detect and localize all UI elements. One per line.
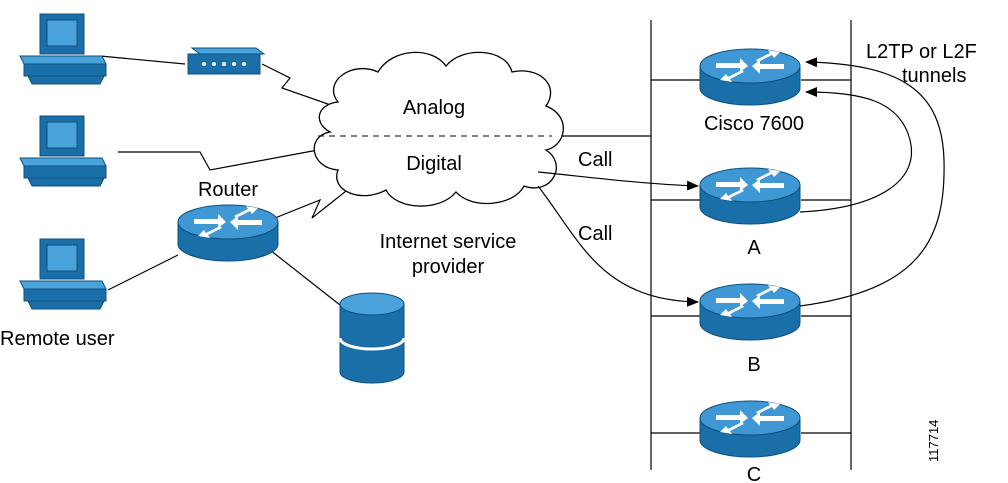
- modem-icon: [187, 47, 266, 75]
- call-arrow-a: [537, 171, 699, 191]
- remote-user-label: Remote user: [0, 328, 115, 350]
- pc2-isp-link: [118, 149, 319, 171]
- router-a-label: A: [747, 237, 761, 259]
- tunnel-label-line2: tunnels: [902, 65, 967, 87]
- links: [99, 55, 361, 306]
- cloud-digital-label: Digital: [406, 153, 462, 175]
- cisco-7600-label: Cisco 7600: [704, 113, 804, 135]
- server-icon: [338, 292, 406, 384]
- tunnel-arrow-a: [799, 87, 912, 213]
- cisco-7600-router-icon: [699, 48, 801, 106]
- figure-id: 117714: [926, 420, 941, 462]
- cloud-analog-label: Analog: [403, 97, 465, 119]
- tunnel-label-line1: L2TP or L2F: [866, 41, 977, 63]
- call-label-2: Call: [578, 223, 612, 245]
- router-b-icon: [699, 283, 801, 341]
- router-isp-link: [264, 179, 361, 223]
- call-arrow-b: [537, 185, 699, 307]
- tunnel-arrow-b: [799, 57, 945, 307]
- router-c-label: C: [747, 464, 761, 483]
- isp-caption-line2: provider: [412, 256, 485, 278]
- router-b-label: B: [747, 354, 760, 376]
- modem-isp-link: [261, 63, 346, 111]
- computer-icon-3: [19, 238, 107, 310]
- router-a-icon: [699, 167, 801, 225]
- router-c-icon: [699, 400, 801, 458]
- isp-cloud: [313, 51, 564, 207]
- isp-router-label: Router: [198, 179, 258, 201]
- isp-caption-line1: Internet service: [380, 231, 517, 253]
- pc3-router-link: [107, 254, 179, 291]
- call-label-1: Call: [578, 149, 612, 171]
- computer-icon-1: [19, 13, 107, 85]
- computer-icon-2: [19, 115, 107, 187]
- router-server-link: [269, 249, 341, 306]
- pc1-modem-link: [99, 55, 186, 65]
- isp-router-icon: [177, 204, 279, 262]
